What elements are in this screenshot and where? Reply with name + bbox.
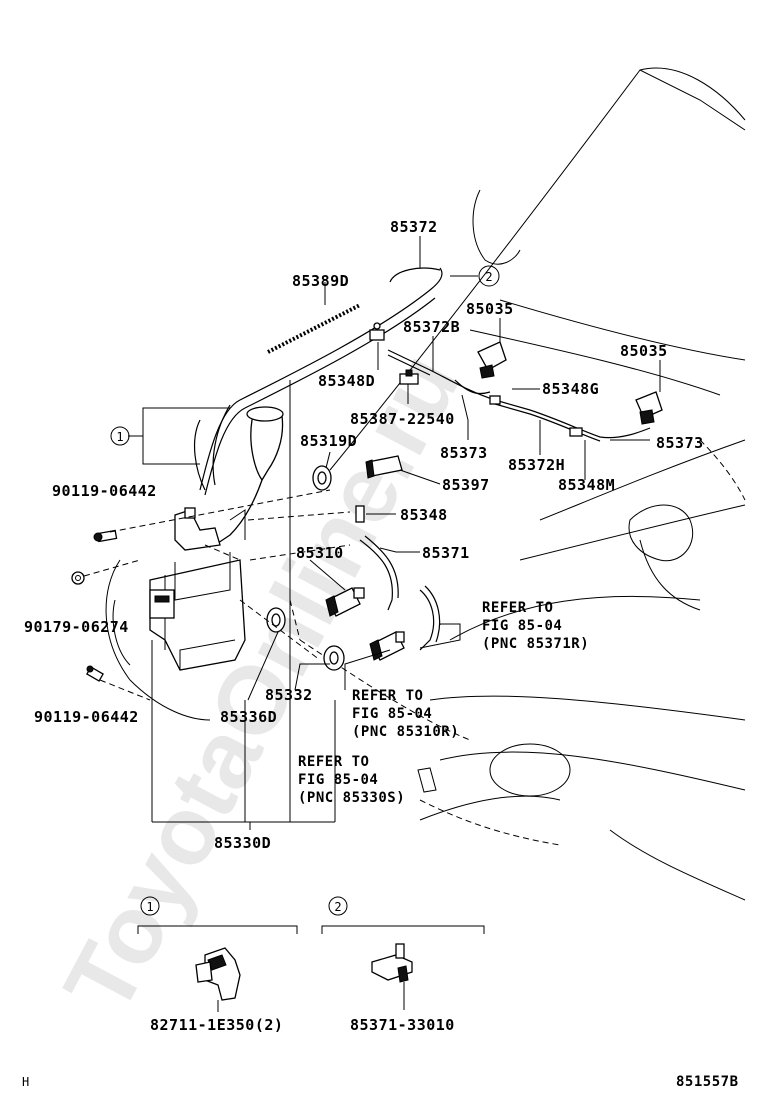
leader-lines bbox=[83, 236, 661, 830]
svg-text:(PNC 85310R): (PNC 85310R) bbox=[352, 724, 459, 740]
label-85330D: 85330D bbox=[214, 834, 271, 852]
label-90179-06274: 90179-06274 bbox=[24, 618, 129, 636]
label-82711-1E350: 82711-1E350(2) bbox=[150, 1016, 283, 1034]
label-85035-right: 85035 bbox=[620, 342, 668, 360]
grommet-85336D bbox=[266, 607, 286, 633]
svg-text:2: 2 bbox=[334, 900, 341, 914]
clip-82711-icon bbox=[195, 947, 241, 1012]
label-85372: 85372 bbox=[390, 218, 438, 236]
legend-item-2: 2 85371-33010 bbox=[321, 896, 485, 1034]
label-85387-22540: 85387-22540 bbox=[350, 410, 455, 428]
refer-note-85371R: REFER TO FIG 85-04 (PNC 85371R) bbox=[482, 600, 589, 652]
label-85373-right: 85373 bbox=[656, 434, 704, 452]
callout-2: 2 bbox=[478, 265, 500, 287]
part-85389D-strip bbox=[267, 303, 361, 354]
washer-hoses bbox=[194, 267, 651, 496]
clamp-85371-33010-icon bbox=[371, 943, 413, 1010]
svg-text:FIG 85-04: FIG 85-04 bbox=[482, 618, 562, 634]
label-85372B: 85372B bbox=[403, 318, 460, 336]
svg-text:2: 2 bbox=[485, 270, 492, 284]
callout-1: 1 bbox=[110, 426, 130, 446]
label-85397: 85397 bbox=[442, 476, 490, 494]
label-85348M: 85348M bbox=[558, 476, 615, 494]
svg-text:REFER TO: REFER TO bbox=[298, 754, 369, 770]
legend-item-1: 1 82711-1E350(2) bbox=[137, 896, 298, 1034]
grommet-85332 bbox=[323, 645, 345, 671]
label-85371-33010: 85371-33010 bbox=[350, 1016, 455, 1034]
label-85373-left: 85373 bbox=[440, 444, 488, 462]
bolt-90119-upper bbox=[93, 529, 118, 543]
washer-tank bbox=[149, 406, 284, 671]
label-85035-left: 85035 bbox=[466, 300, 514, 318]
motor-85310-lower bbox=[369, 631, 405, 661]
label-85389D: 85389D bbox=[292, 272, 349, 290]
connector-85348G bbox=[489, 395, 501, 405]
washer-nozzle-left bbox=[477, 341, 507, 379]
connector-85348M bbox=[569, 427, 583, 437]
pump-85397 bbox=[365, 455, 403, 479]
svg-text:FIG 85-04: FIG 85-04 bbox=[298, 772, 378, 788]
svg-text:REFER TO: REFER TO bbox=[352, 688, 423, 704]
label-85348G: 85348G bbox=[542, 380, 599, 398]
label-85310: 85310 bbox=[296, 544, 344, 562]
vehicle-body-outline bbox=[105, 67, 746, 901]
label-90119-06442-upper: 90119-06442 bbox=[52, 482, 157, 500]
label-85336D: 85336D bbox=[220, 708, 277, 726]
svg-text:(PNC 85371R): (PNC 85371R) bbox=[482, 636, 589, 652]
svg-text:1: 1 bbox=[116, 430, 123, 444]
svg-text:1: 1 bbox=[146, 900, 153, 914]
refer-note-85330S: REFER TO FIG 85-04 (PNC 85330S) bbox=[298, 754, 405, 806]
label-85371: 85371 bbox=[422, 544, 470, 562]
bolt-90119-lower bbox=[86, 665, 104, 682]
label-85348: 85348 bbox=[400, 506, 448, 524]
clamp-85387 bbox=[399, 369, 419, 385]
footer-drawing-number: 851557B bbox=[676, 1074, 739, 1090]
clip-85348D bbox=[369, 322, 385, 341]
label-85332: 85332 bbox=[265, 686, 313, 704]
label-85372H: 85372H bbox=[508, 456, 565, 474]
svg-text:FIG 85-04: FIG 85-04 bbox=[352, 706, 432, 722]
refer-note-85310R: REFER TO FIG 85-04 (PNC 85310R) bbox=[352, 688, 459, 740]
svg-text:(PNC 85330S): (PNC 85330S) bbox=[298, 790, 405, 806]
motor-85310-upper bbox=[325, 587, 365, 617]
joint-85348 bbox=[355, 505, 365, 523]
grommet-85319D bbox=[312, 465, 332, 491]
label-85319D: 85319D bbox=[300, 432, 357, 450]
hose-85371 bbox=[359, 535, 441, 651]
footer-left-mark: H bbox=[22, 1075, 29, 1089]
svg-text:REFER TO: REFER TO bbox=[482, 600, 553, 616]
nut-90179 bbox=[71, 571, 85, 585]
label-85348D: 85348D bbox=[318, 372, 375, 390]
label-90119-06442-lower: 90119-06442 bbox=[34, 708, 139, 726]
washer-nozzle-right bbox=[635, 391, 663, 425]
